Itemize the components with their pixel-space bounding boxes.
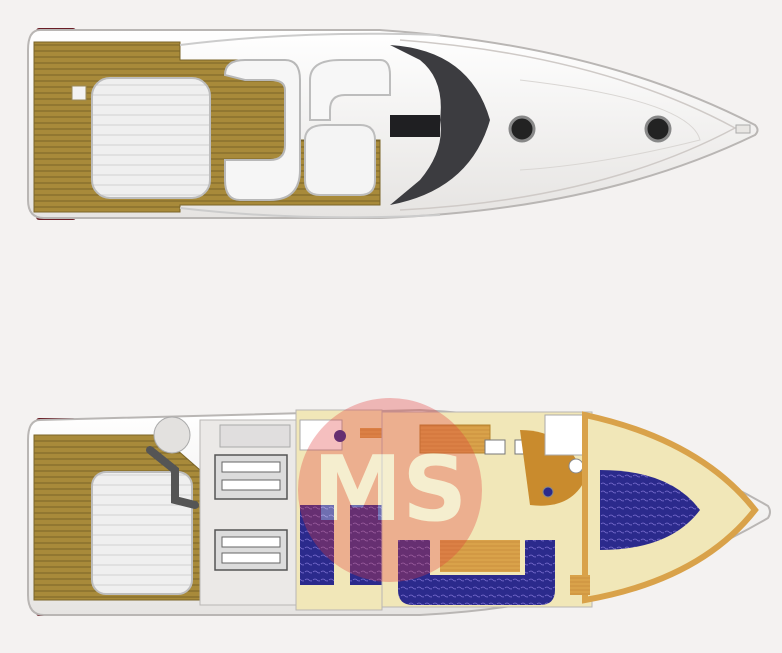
interior-layout-view bbox=[27, 408, 771, 616]
deck-bow-inner-line bbox=[399, 39, 737, 211]
rail-top bbox=[179, 32, 441, 46]
ms-watermark: MS bbox=[298, 398, 482, 582]
generator bbox=[219, 424, 291, 448]
exhaust-pipe bbox=[146, 446, 199, 509]
forward-head-sink bbox=[542, 486, 554, 498]
companion-seat bbox=[304, 124, 376, 196]
saloon-table bbox=[440, 540, 520, 572]
aft-steps bbox=[360, 428, 382, 438]
foredeck-panel bbox=[519, 79, 701, 171]
deck-plan-view bbox=[27, 28, 759, 220]
galley-counter bbox=[419, 424, 491, 454]
hatch-left bbox=[71, 85, 87, 101]
tender-lift bbox=[153, 416, 191, 454]
forward-toilet bbox=[568, 458, 584, 474]
rail-bottom bbox=[179, 207, 441, 219]
sunpad-cushion bbox=[91, 77, 211, 199]
aft-berth-left bbox=[300, 505, 334, 585]
saloon-u-settee bbox=[398, 540, 555, 605]
anchor-locker bbox=[735, 124, 751, 134]
helm-seat bbox=[309, 59, 391, 121]
engine-upper bbox=[214, 454, 288, 500]
forward-step-arc bbox=[520, 430, 585, 506]
watermark-text: MS bbox=[313, 437, 467, 542]
forward-berth bbox=[600, 470, 700, 550]
aft-berth-right bbox=[350, 505, 382, 585]
aft-head-sink bbox=[334, 430, 346, 442]
windscreen bbox=[390, 45, 490, 205]
engine-room bbox=[199, 419, 297, 606]
forward-steps bbox=[570, 575, 590, 595]
engine-lower bbox=[214, 529, 288, 571]
stern-cushion bbox=[91, 471, 193, 595]
galley-sink bbox=[484, 439, 506, 455]
helm-console bbox=[390, 115, 440, 137]
hatch-forward-right bbox=[644, 115, 672, 143]
cockpit-seating bbox=[223, 59, 301, 201]
hatch-forward-left bbox=[508, 115, 536, 143]
